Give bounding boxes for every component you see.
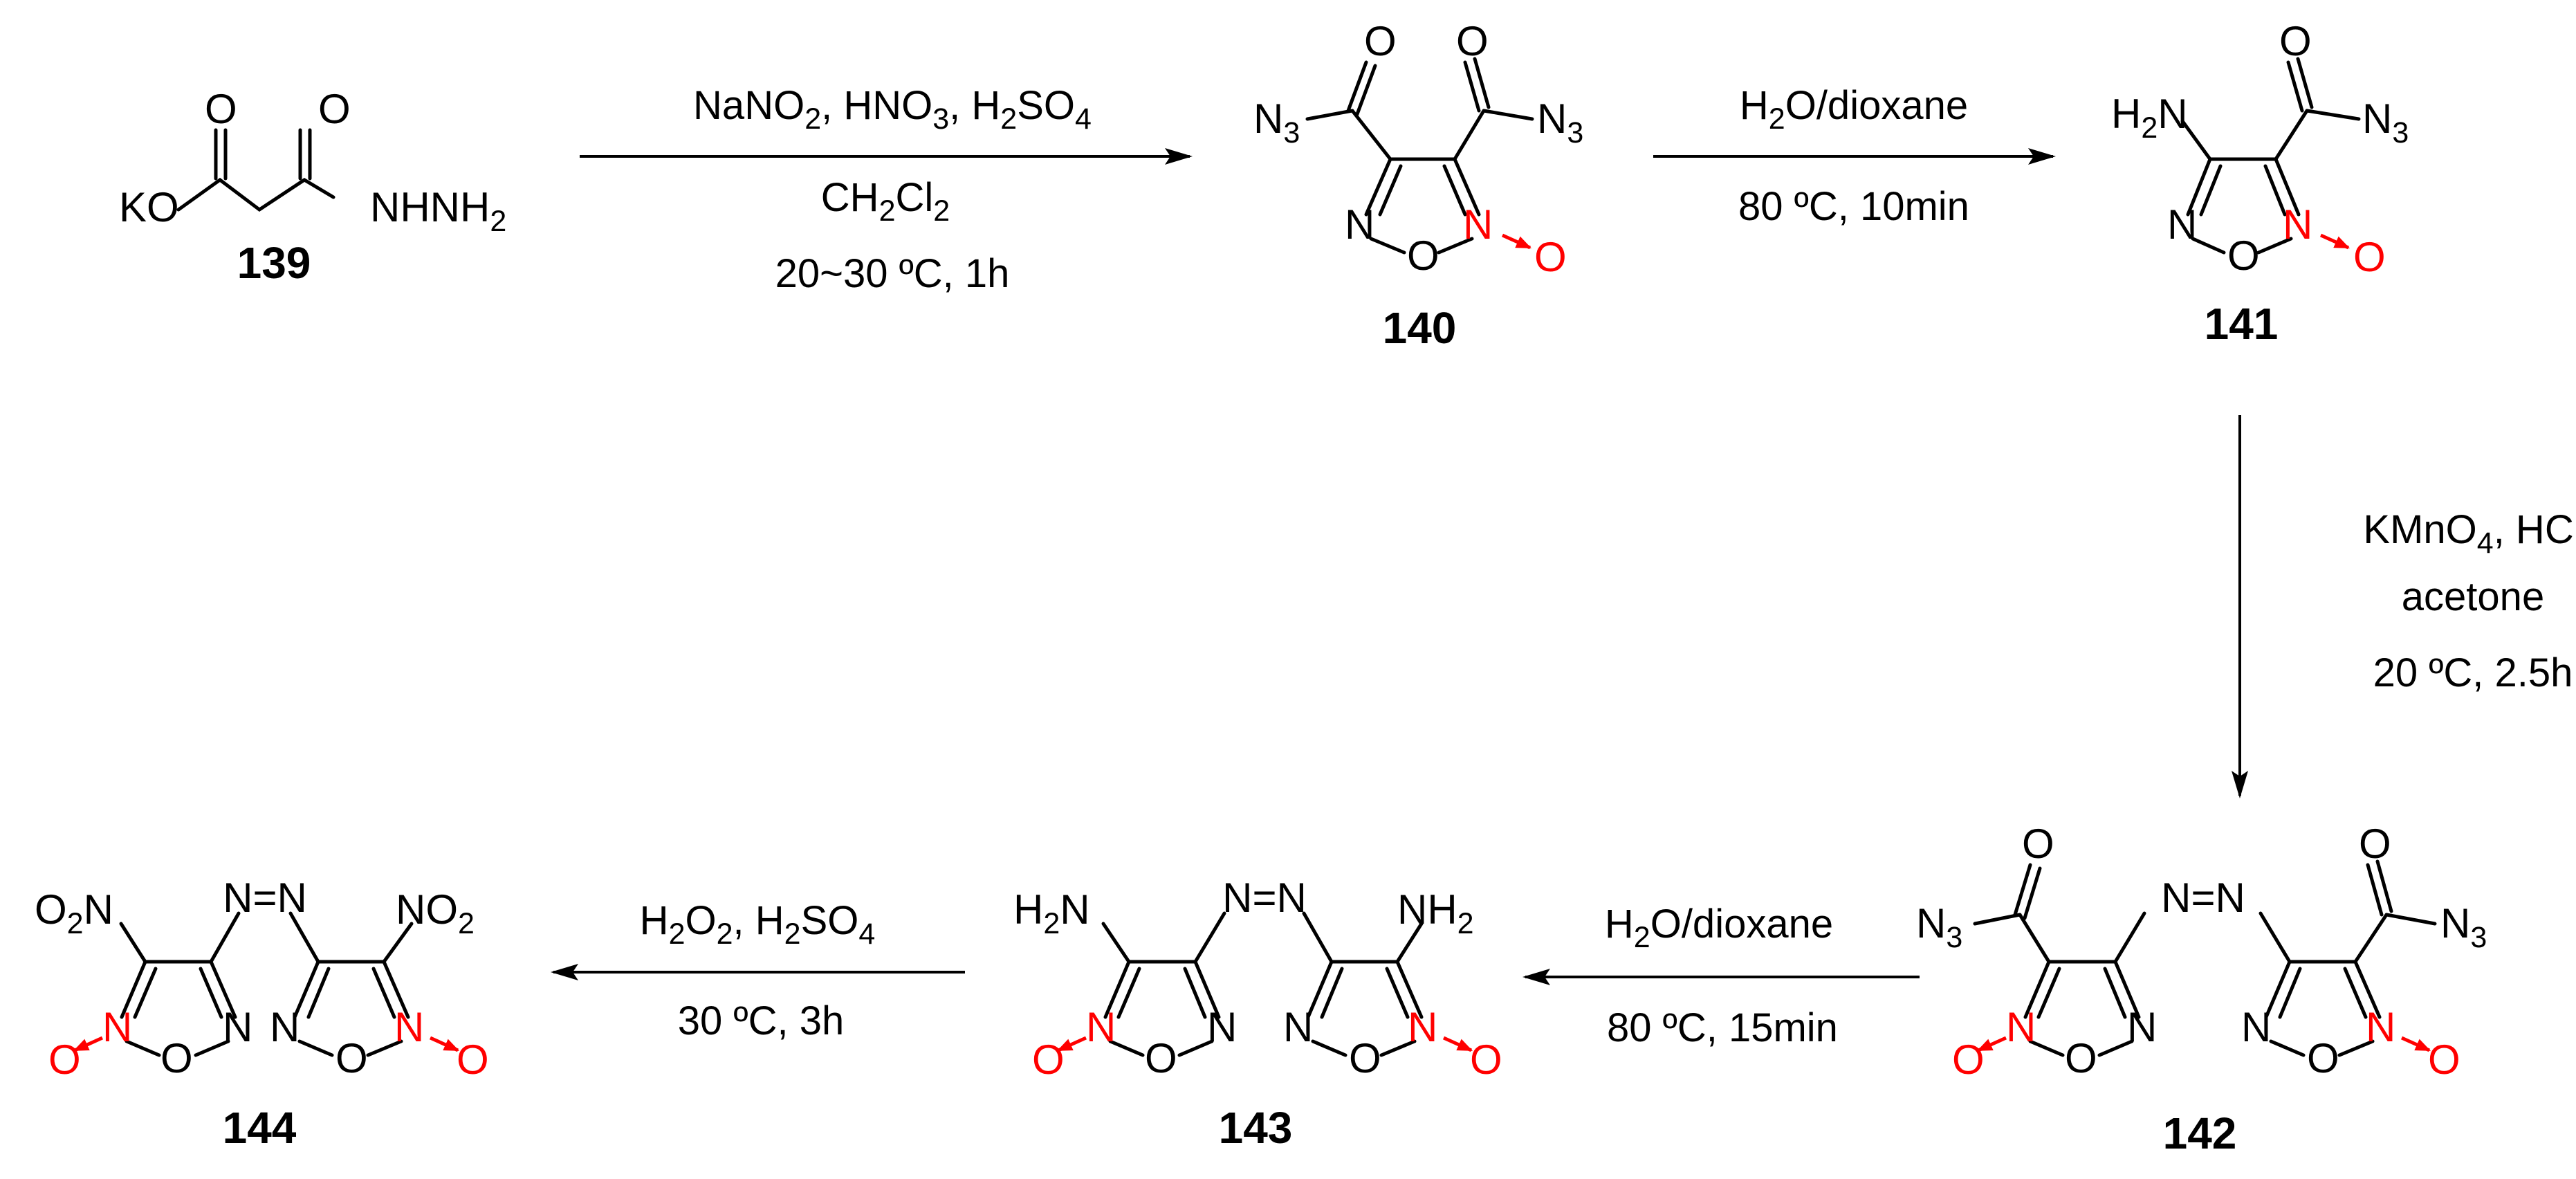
atom-o-oxide: O bbox=[457, 1036, 489, 1083]
conditions-line: H2O/dioxane bbox=[1740, 83, 1968, 136]
atom-o-ring: O bbox=[2065, 1035, 2097, 1081]
atom-n-oxide: N bbox=[1463, 201, 1493, 248]
atom-n3: N3 bbox=[2362, 95, 2409, 149]
atom-n: N bbox=[223, 1004, 252, 1050]
atom-o-oxide: O bbox=[48, 1036, 81, 1083]
atom-no2: NO2 bbox=[396, 886, 475, 940]
atom-o-oxide: O bbox=[1470, 1036, 1502, 1083]
compound-label-139: 139 bbox=[237, 238, 311, 288]
conditions-line: H2O2, H2SO4 bbox=[640, 898, 876, 951]
compound-label-141: 141 bbox=[2205, 299, 2279, 349]
atom-o-ring: O bbox=[2307, 1035, 2339, 1081]
atom-o-oxide: O bbox=[1534, 234, 1567, 280]
atom-o: O bbox=[2359, 821, 2391, 867]
compound-label-142: 142 bbox=[2163, 1108, 2237, 1158]
atom-o2n: O2N bbox=[35, 886, 113, 940]
conditions-line: 20~30 ºC, 1h bbox=[775, 251, 1010, 296]
atom-n-oxide: N bbox=[394, 1004, 424, 1050]
atom-ko: KO bbox=[119, 184, 179, 230]
atom-o: O bbox=[2279, 18, 2312, 64]
atom-o: O bbox=[205, 86, 237, 132]
atom-nh2: NH2 bbox=[1397, 886, 1474, 940]
conditions-line: 30 ºC, 3h bbox=[678, 998, 844, 1043]
atom-o-oxide: O bbox=[2353, 234, 2386, 280]
atom-azo: N=N bbox=[2161, 875, 2245, 921]
conditions-line: 80 ºC, 15min bbox=[1607, 1005, 1838, 1050]
atom-n3: N3 bbox=[1253, 95, 1300, 149]
atom-n-oxide: N bbox=[102, 1004, 132, 1050]
atom-o-ring: O bbox=[335, 1035, 368, 1081]
compound-label-140: 140 bbox=[1383, 303, 1457, 353]
compound-140: O O N3 N3 N N O O 140 bbox=[1253, 18, 1583, 353]
atom-n: N bbox=[2127, 1004, 2157, 1050]
atom-n: N bbox=[270, 1004, 300, 1050]
atom-o-ring: O bbox=[1145, 1035, 1177, 1081]
atom-o: O bbox=[1456, 18, 1489, 64]
conditions-step-2: H2O/dioxane 80 ºC, 10min bbox=[1738, 83, 1969, 229]
atom-nhnh2: NHNH2 bbox=[370, 184, 506, 238]
atom-n3: N3 bbox=[1916, 900, 1962, 954]
atom-n: N bbox=[2241, 1004, 2271, 1050]
atom-o-ring: O bbox=[160, 1035, 193, 1081]
atom-o-ring: O bbox=[1349, 1035, 1381, 1081]
compound-label-143: 143 bbox=[1219, 1103, 1293, 1153]
conditions-step-1: NaNO2, HNO3, H2SO4 CH2Cl2 20~30 ºC, 1h bbox=[693, 83, 1092, 296]
atom-o: O bbox=[2022, 821, 2054, 867]
atom-h2n: H2N bbox=[1013, 886, 1090, 940]
atom-n: N bbox=[2167, 201, 2197, 248]
atom-n: N bbox=[1345, 201, 1374, 248]
compound-139: O O KO NHNH2 139 bbox=[119, 86, 506, 288]
atom-o-oxide: O bbox=[1952, 1036, 1985, 1083]
conditions-line: KMnO4, HCl bbox=[2363, 507, 2576, 560]
atom-azo: N=N bbox=[223, 875, 307, 921]
conditions-line: 80 ºC, 10min bbox=[1738, 184, 1969, 229]
atom-h2n: H2N bbox=[2111, 91, 2188, 145]
atom-o-ring: O bbox=[2227, 232, 2260, 279]
atom-azo: N=N bbox=[1222, 875, 1307, 921]
atom-n: N bbox=[1283, 1004, 1313, 1050]
atom-n3: N3 bbox=[1537, 95, 1583, 149]
compound-142: O O N3 N3 N=N N N O O N N O O 142 bbox=[1916, 821, 2487, 1158]
conditions-line: H2O/dioxane bbox=[1605, 902, 1833, 954]
atom-o-oxide: O bbox=[2428, 1036, 2460, 1083]
atom-o: O bbox=[1364, 18, 1397, 64]
conditions-line: NaNO2, HNO3, H2SO4 bbox=[693, 83, 1092, 136]
compound-141: O H2N N3 N N O O 141 bbox=[2111, 18, 2409, 349]
conditions-step-5: H2O2, H2SO4 30 ºC, 3h bbox=[640, 898, 876, 1043]
atom-o-oxide: O bbox=[1032, 1036, 1065, 1083]
compound-144: O2N NO2 N=N N N O O N N O O 144 bbox=[35, 875, 489, 1153]
atom-n: N bbox=[1207, 1004, 1237, 1050]
conditions-step-4: H2O/dioxane 80 ºC, 15min bbox=[1605, 902, 1838, 1050]
conditions-step-3: KMnO4, HCl acetone 20 ºC, 2.5h bbox=[2363, 507, 2576, 695]
atom-n3: N3 bbox=[2440, 900, 2487, 954]
conditions-line: CH2Cl2 bbox=[821, 175, 950, 228]
conditions-line: acetone bbox=[2402, 574, 2544, 619]
atom-n-oxide: N bbox=[2283, 201, 2312, 248]
atom-o-ring: O bbox=[1407, 232, 1439, 279]
atom-n-oxide: N bbox=[2366, 1004, 2395, 1050]
atom-n-oxide: N bbox=[2006, 1004, 2036, 1050]
atom-o: O bbox=[318, 86, 351, 132]
atom-n-oxide: N bbox=[1408, 1004, 1437, 1050]
compound-143: H2N NH2 N=N N N O O N N O O 143 bbox=[1013, 875, 1502, 1153]
conditions-line: 20 ºC, 2.5h bbox=[2373, 650, 2573, 695]
compound-label-144: 144 bbox=[223, 1103, 297, 1153]
atom-n-oxide: N bbox=[1086, 1004, 1116, 1050]
